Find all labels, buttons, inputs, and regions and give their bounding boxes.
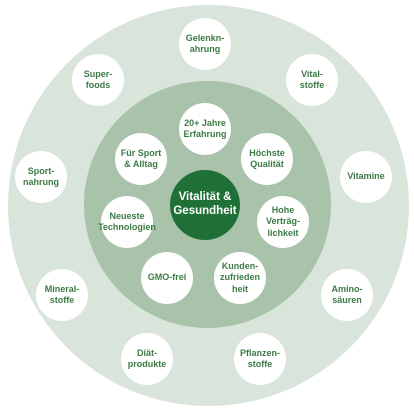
outer-item-superfoods: Super- foods: [72, 54, 124, 106]
inner-item-gmo-frei: GMO-frei: [141, 252, 193, 304]
outer-item-gelenknahrung: Gelenkn- ahrung: [179, 18, 231, 70]
inner-item-erfahrung: 20+ Jahre Erfahrung: [179, 103, 231, 155]
center-circle: Vitalität & Gesundheit: [170, 170, 240, 240]
inner-item-vertraeglichkeit: Hohe Verträg- lichkeit: [257, 196, 309, 248]
outer-item-diaetprodukte: Diät- produkte: [121, 333, 173, 385]
inner-item-kundenzufriedenheit: Kunden- zufrieden heit: [214, 252, 266, 304]
inner-item-sport-alltag: Für Sport & Alltag: [115, 133, 167, 185]
outer-item-aminosaeuren: Amino- säuren: [321, 269, 373, 321]
outer-item-vitalstoffe: Vital- stoffe: [286, 54, 338, 106]
outer-item-mineralstoffe: Mineral- stoffe: [36, 269, 88, 321]
outer-item-sportnahrung: Sport- nahrung: [15, 151, 67, 203]
inner-item-technologien: Neueste Technologien: [98, 196, 156, 248]
inner-item-qualitaet: Höchste Qualität: [241, 133, 293, 185]
outer-item-pflanzenstoffe: Pflanzen- stoffe: [234, 333, 286, 385]
outer-item-vitamine: Vitamine: [340, 151, 392, 203]
